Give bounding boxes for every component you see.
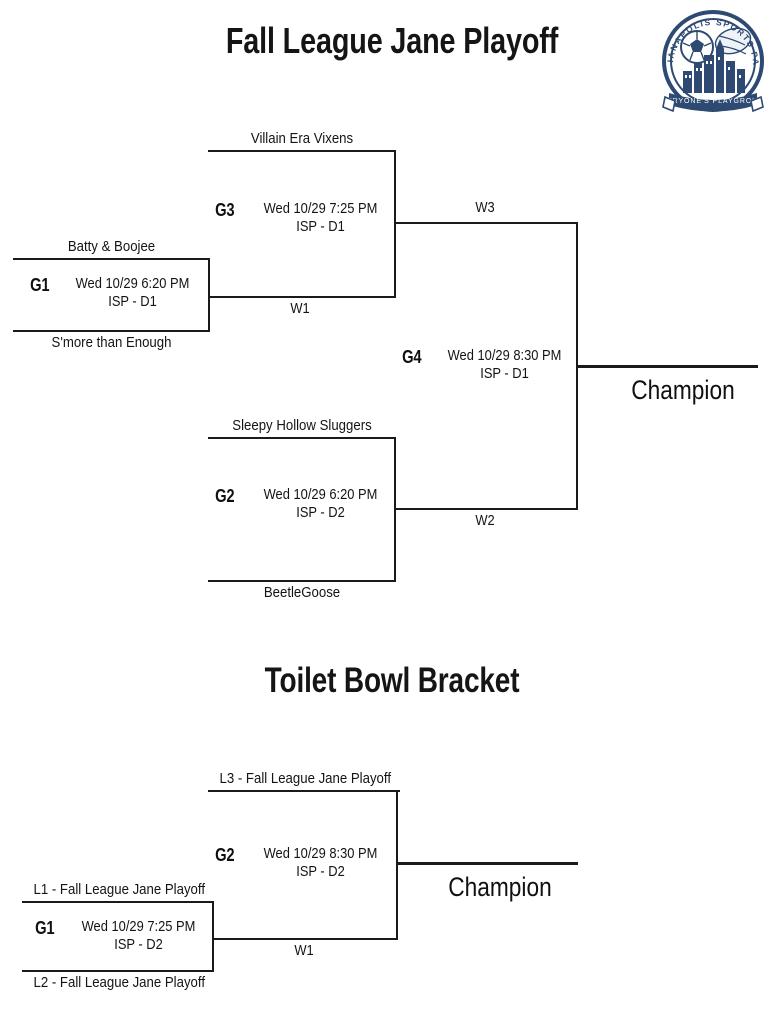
lower-g1-top-line bbox=[22, 901, 214, 903]
game-code-g3: G3 bbox=[215, 200, 235, 220]
lower-champion-label: Champion bbox=[448, 872, 552, 902]
upper-bracket-title: Fall League Jane Playoff bbox=[225, 20, 559, 61]
team-label-g2-bottom: BeetleGoose bbox=[263, 584, 341, 601]
lower-g1-right-connector bbox=[212, 901, 214, 972]
team-label-lower-g1-top: L1 - Fall League Jane Playoff bbox=[33, 881, 205, 898]
lower-g2-top-line bbox=[208, 790, 400, 792]
lower-champion-line bbox=[396, 862, 578, 865]
team-label-g2-top: Sleepy Hollow Sluggers bbox=[232, 417, 372, 434]
advance-label-w3: W3 bbox=[475, 199, 495, 216]
team-label-lower-g2-top: L3 - Fall League Jane Playoff bbox=[219, 770, 391, 787]
advance-label-w1-upper: W1 bbox=[290, 300, 310, 317]
g3-right-connector bbox=[394, 150, 396, 298]
lower-g1-bottom-line bbox=[22, 970, 214, 972]
g2-top-line bbox=[208, 437, 396, 439]
g1-to-g3-line bbox=[208, 296, 396, 298]
g2-bottom-line bbox=[208, 580, 396, 582]
team-label-g1-top: Batty & Boojee bbox=[67, 238, 156, 255]
game-time-g1: Wed 10/29 6:20 PM bbox=[75, 275, 190, 292]
lower-g2-right-connector bbox=[396, 790, 398, 940]
game-field-g1: ISP - D1 bbox=[108, 293, 157, 310]
upper-champion-line bbox=[576, 365, 758, 368]
team-label-g1-bottom: S'more than Enough bbox=[51, 334, 172, 351]
game-code-lower-g2: G2 bbox=[215, 845, 235, 865]
upper-champion-label: Champion bbox=[631, 375, 735, 405]
game-time-g4: Wed 10/29 8:30 PM bbox=[447, 347, 562, 364]
game-field-lower-g2: ISP - D2 bbox=[296, 863, 345, 880]
game-code-g4: G4 bbox=[402, 347, 422, 367]
game-code-g2: G2 bbox=[215, 486, 235, 506]
game-code-g1: G1 bbox=[30, 275, 50, 295]
lower-bracket-title: Toilet Bowl Bracket bbox=[264, 661, 520, 700]
game-field-g4: ISP - D1 bbox=[480, 365, 529, 382]
lower-g1-to-g2-line bbox=[212, 938, 398, 940]
team-label-lower-g1-bottom: L2 - Fall League Jane Playoff bbox=[33, 974, 205, 991]
game-time-g2: Wed 10/29 6:20 PM bbox=[263, 486, 378, 503]
advance-label-w1-lower: W1 bbox=[294, 942, 314, 959]
g1-right-connector bbox=[208, 258, 210, 332]
g2-to-g4-line bbox=[394, 508, 578, 510]
g1-top-line bbox=[13, 258, 210, 260]
game-code-lower-g1: G1 bbox=[35, 918, 55, 938]
indianapolis-sports-park-logo: INDIANAPOLIS SPORTS PARK EVERYONE'S PLAY… bbox=[653, 0, 769, 117]
advance-label-w2: W2 bbox=[475, 512, 495, 529]
game-field-lower-g1: ISP - D2 bbox=[114, 936, 163, 953]
game-time-lower-g2: Wed 10/29 8:30 PM bbox=[263, 845, 378, 862]
g1-bottom-line bbox=[13, 330, 210, 332]
game-field-g3: ISP - D1 bbox=[296, 218, 345, 235]
game-time-lower-g1: Wed 10/29 7:25 PM bbox=[81, 918, 196, 935]
g3-to-g4-line bbox=[394, 222, 578, 224]
game-time-g3: Wed 10/29 7:25 PM bbox=[263, 200, 378, 217]
game-field-g2: ISP - D2 bbox=[296, 504, 345, 521]
g3-top-line bbox=[208, 150, 396, 152]
logo-banner-text: EVERYONE'S PLAYGROUND bbox=[657, 98, 769, 105]
team-label-g3-top: Villain Era Vixens bbox=[250, 130, 354, 147]
